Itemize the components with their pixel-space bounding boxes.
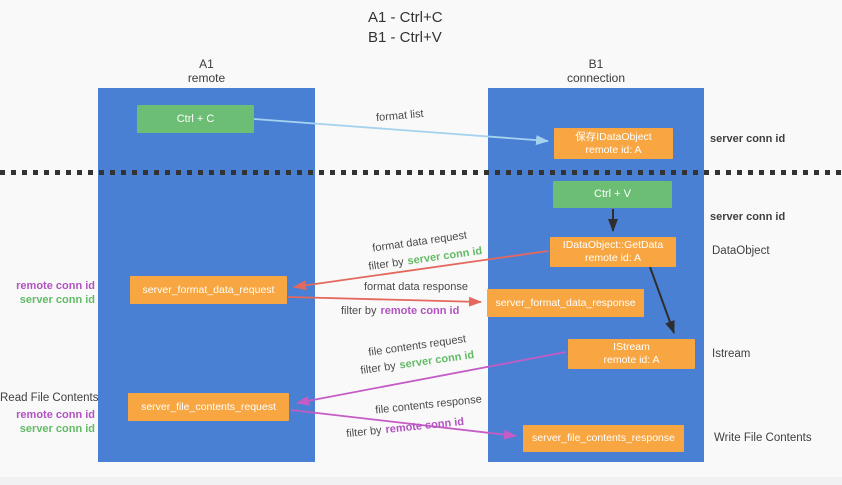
bottom-edge (0, 477, 842, 485)
format-request-label: server_format_data_request (142, 283, 275, 296)
filter-by-text: filter by (341, 305, 377, 317)
left-server-conn-id-1: server conn id (19, 294, 95, 306)
right-server-conn-id-mid: server conn id (710, 211, 786, 223)
left-remote-conn-id-1: remote conn id (16, 280, 95, 292)
title-line-b1: B1 - Ctrl+V (368, 29, 442, 46)
lifeline-b1-name: B1 (588, 57, 604, 71)
left-read-file-contents-label: Read File Contents (0, 392, 99, 404)
box-ctrl-v: Ctrl + V (553, 181, 672, 208)
diagram-title: A1 - Ctrl+C B1 - Ctrl+V (368, 8, 443, 48)
box-save-idataobject: 保存IDataObject remote id: A (554, 128, 673, 159)
istream-line1: IStream (613, 341, 650, 353)
getdata-line1: IDataObject::GetData (562, 239, 664, 251)
label-format-data-response: format data response (364, 281, 468, 293)
file-response-label: server_file_contents_response (531, 432, 675, 444)
box-istream: IStream remote id: A (568, 339, 695, 369)
title-line-a1: A1 - Ctrl+C (368, 9, 443, 26)
istream-line2: remote id: A (603, 354, 660, 366)
box-server-format-data-request: server_format_data_request (130, 276, 287, 304)
server-conn-id-text: server conn id (406, 245, 483, 268)
box-idataobject-getdata: IDataObject::GetData remote id: A (550, 237, 676, 267)
lifeline-b1-role: connection (566, 71, 626, 85)
label-file-contents-response: file contents response (374, 393, 483, 417)
filter-by-text: filter by (367, 256, 405, 273)
left-conn-id-group-2: remote conn id server conn id (0, 408, 95, 436)
lifeline-a1-role: remote (187, 71, 226, 85)
right-istream-label: Istream (712, 348, 751, 360)
box-server-format-data-response: server_format_data_response (487, 289, 644, 317)
save-idataobject-line2: remote id: A (585, 143, 642, 156)
right-dataobject-label: DataObject (712, 245, 770, 257)
label-format-list: format list (375, 107, 425, 125)
left-remote-conn-id-2: remote conn id (16, 409, 95, 421)
ctrl-v-label: Ctrl + V (594, 188, 631, 200)
remote-conn-id-text: remote conn id (384, 415, 465, 437)
remote-conn-id-text: remote conn id (380, 305, 460, 317)
box-server-file-contents-request: server_file_contents_request (128, 393, 289, 421)
dotted-separator (0, 170, 842, 175)
getdata-line2: remote id: A (584, 252, 642, 264)
box-ctrl-c: Ctrl + C (137, 105, 254, 133)
right-write-file-contents-label: Write File Contents (714, 432, 812, 444)
left-server-conn-id-2: server conn id (19, 423, 95, 435)
arrow-format-data-response (287, 296, 482, 307)
lifeline-header-a1: A1 remote (98, 57, 315, 85)
right-server-conn-id-top: server conn id (710, 133, 786, 145)
format-response-label: server_format_data_response (495, 296, 636, 309)
file-request-label: server_file_contents_request (141, 400, 276, 413)
filter-by-text: filter by (359, 360, 397, 377)
ctrl-c-label: Ctrl + C (176, 112, 215, 125)
box-server-file-contents-response: server_file_contents_response (523, 425, 684, 452)
filter-by-text: filter by (345, 424, 383, 441)
save-idataobject-line1: 保存IDataObject (575, 130, 652, 143)
lifeline-a1-name: A1 (199, 57, 214, 71)
lifeline-header-b1: B1 connection (488, 57, 704, 85)
left-conn-id-group-1: remote conn id server conn id (0, 279, 95, 307)
